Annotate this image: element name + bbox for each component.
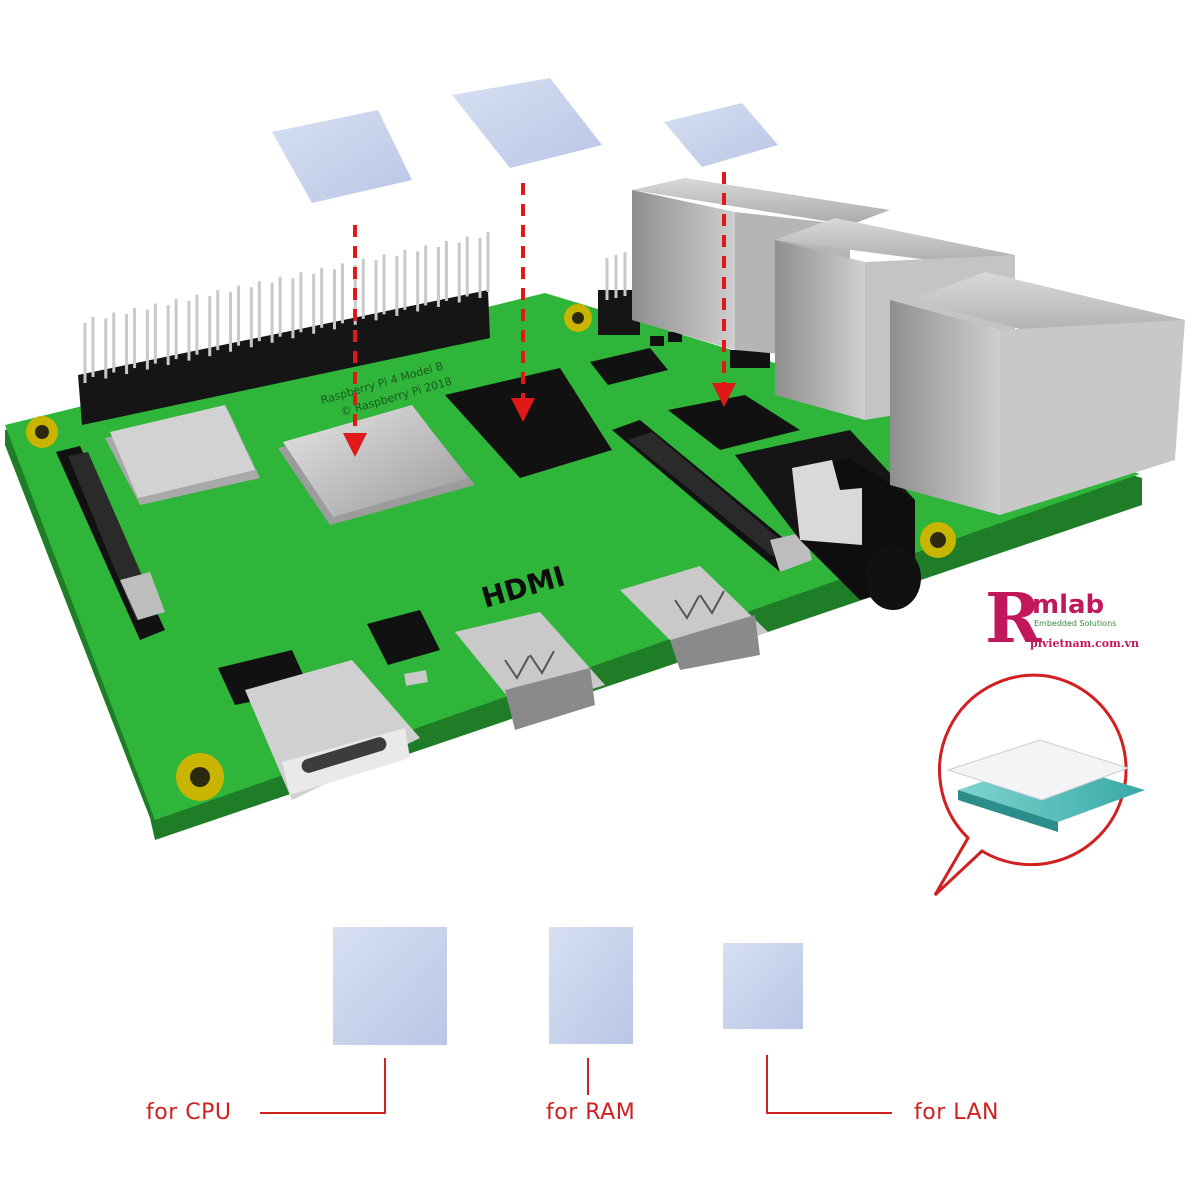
- label-ram: for RAM: [546, 1100, 636, 1125]
- ethernet-port: [890, 272, 1185, 515]
- usb-c-port: [218, 650, 420, 800]
- gpio-header: [78, 232, 490, 425]
- mounting-hole: [920, 522, 956, 558]
- micro-hdmi-port: [455, 612, 605, 730]
- wireless-module: [105, 405, 260, 505]
- usb-port-block: [632, 178, 890, 360]
- thermal-pad-lan: [723, 943, 803, 1029]
- cpu-chip: [278, 405, 475, 525]
- thermal-pad-ram: [549, 927, 633, 1044]
- display-connector: [56, 446, 165, 640]
- audio-jack: [735, 430, 921, 610]
- floating-thermal-pad-cpu: [272, 110, 412, 203]
- small-chip: [590, 332, 682, 385]
- micro-hdmi-port: [620, 566, 768, 670]
- thermal-pad-cpu: [333, 927, 447, 1045]
- mounting-hole: [564, 304, 592, 332]
- brand-url: pivietnam.com.vn: [1030, 637, 1140, 650]
- floating-thermal-pad-ram: [452, 78, 602, 168]
- leader-line-lan: [766, 1055, 892, 1114]
- usb-controller-chip: [668, 350, 800, 450]
- leader-line-cpu: [260, 1058, 386, 1114]
- mounting-hole: [176, 753, 224, 801]
- pad-closeup-callout: [933, 673, 1145, 897]
- label-cpu: for CPU: [146, 1100, 232, 1125]
- label-lan: for LAN: [914, 1100, 1000, 1125]
- brand-mark: R: [985, 579, 1042, 659]
- ram-chip: [445, 368, 612, 478]
- brand-tagline: Embedded Solutions: [1034, 619, 1117, 628]
- brand-name: mlab: [1032, 590, 1105, 620]
- small-component: [367, 610, 440, 686]
- floating-thermal-pad-lan: [664, 103, 778, 167]
- camera-connector: [612, 420, 812, 572]
- mounting-hole: [26, 416, 58, 448]
